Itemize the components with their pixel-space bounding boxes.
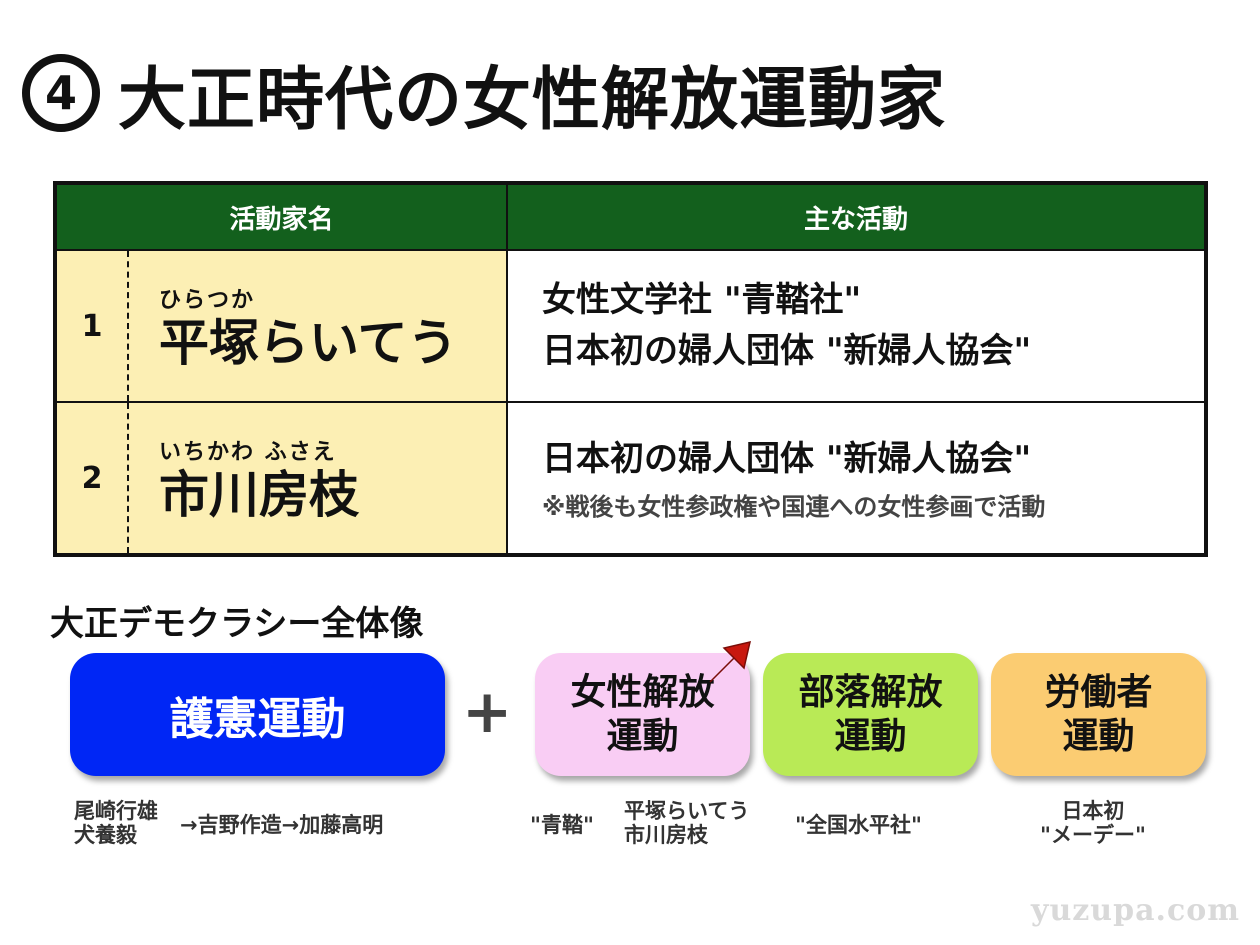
caption-line: 犬養毅 [74, 823, 137, 848]
title-text: 大正時代の女性解放運動家 [118, 60, 947, 140]
buraku-liberation-box: 部落解放 運動 [763, 653, 978, 776]
box-label-line: 女性解放 [570, 672, 715, 714]
caption-line: 平塚らいてう [624, 799, 750, 823]
activity-cell: 女性文学社 "青鞜社" 日本初の婦人団体 "新婦人協会" [506, 249, 1207, 403]
title-number-badge: 4 [22, 54, 100, 132]
name-ruby: ひらつか [159, 287, 256, 313]
rodo-caption: 日本初 "メーデー" [1040, 799, 1146, 847]
box-label-line: 部落解放 [798, 672, 943, 714]
person-name: 市川房枝 [159, 465, 359, 524]
name-ruby: いちかわ ふさえ [159, 439, 337, 465]
table-header-row: 活動家名 主な活動 [54, 182, 1207, 251]
activist-table: 活動家名 主な活動 1 ひらつか 平塚らいてう 女性文学社 "青鞜社" 日本初の… [53, 181, 1208, 557]
labor-movement-box: 労働者 運動 [991, 653, 1206, 776]
box-label-line: 運動 [834, 715, 907, 757]
josei-caption-seito: "青鞜" [530, 813, 594, 837]
buraku-caption: "全国水平社" [795, 813, 922, 837]
activity-line: 日本初の婦人団体 "新婦人協会" [542, 331, 1032, 371]
header-activity: 主な活動 [506, 182, 1207, 251]
overview-heading: 大正デモクラシー全体像 [50, 604, 424, 644]
caption-line: 市川房枝 [624, 823, 708, 848]
box-label-line: 労働者 [1044, 672, 1153, 714]
header-name: 活動家名 [54, 182, 508, 251]
goken-caption-chain: →吉野作造→加藤高明 [180, 813, 384, 837]
activity-cell: 日本初の婦人団体 "新婦人協会" ※戦後も女性参政権や国連への女性参画で活動 [506, 401, 1207, 556]
box-label-line: 運動 [1062, 715, 1135, 757]
pointer-arrow-icon [709, 640, 752, 683]
person-name: 平塚らいてう [159, 313, 458, 372]
name-cell: 2 いちかわ ふさえ 市川房枝 [54, 401, 508, 556]
name-cell: 1 ひらつか 平塚らいてう [54, 249, 508, 403]
josei-caption-people: 平塚らいてう 市川房枝 [624, 799, 749, 847]
activity-line: 日本初の婦人団体 "新婦人協会" [542, 439, 1032, 479]
table-row: 1 ひらつか 平塚らいてう 女性文学社 "青鞜社" 日本初の婦人団体 "新婦人協… [54, 249, 1207, 403]
row-number: 1 [57, 251, 129, 401]
womens-liberation-box: 女性解放 運動 [535, 653, 750, 776]
plus-sign: + [462, 677, 513, 747]
activity-line: 女性文学社 "青鞜社" [542, 280, 862, 320]
page-title: 4 大正時代の女性解放運動家 [22, 48, 946, 140]
activity-note: ※戦後も女性参政権や国連への女性参画で活動 [542, 493, 1046, 521]
row-number: 2 [57, 403, 129, 553]
goken-caption-people: 尾崎行雄 犬養毅 [74, 799, 158, 847]
caption-line: 日本初 [1061, 799, 1125, 823]
caption-line: 尾崎行雄 [74, 799, 158, 823]
watermark: yuzupa.com [1031, 893, 1240, 928]
goken-movement-box: 護憲運動 [70, 653, 445, 776]
box-label-line: 運動 [606, 715, 679, 757]
title-number: 4 [44, 66, 77, 120]
table-row: 2 いちかわ ふさえ 市川房枝 日本初の婦人団体 "新婦人協会" ※戦後も女性参… [54, 401, 1207, 556]
caption-line: "メーデー" [1040, 823, 1146, 848]
